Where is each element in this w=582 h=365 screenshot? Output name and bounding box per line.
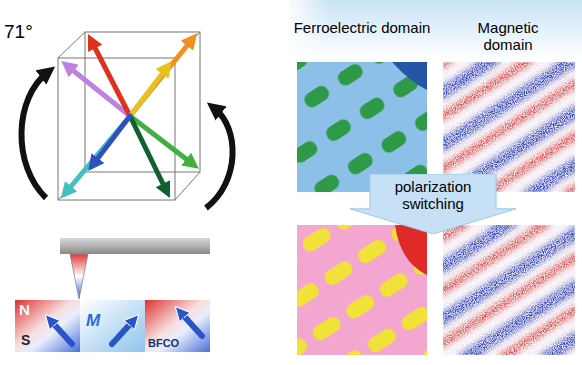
domain-panel: Magnetic domain <box>438 8 578 192</box>
node-text: polarization switching <box>350 179 516 212</box>
domain-square <box>80 300 145 352</box>
cube <box>58 32 200 200</box>
node-text: Magnetic domain <box>438 20 578 53</box>
domain-panel: Ferroelectric domain <box>292 8 432 192</box>
domain-square <box>145 300 210 352</box>
domain-square: BFCO <box>145 300 210 352</box>
ferroelectric-image <box>297 62 427 192</box>
magnetic-tip <box>70 254 88 299</box>
magnetic-image <box>443 62 575 192</box>
angle-label: 71° <box>4 22 33 43</box>
magnetic-image <box>443 225 575 355</box>
switching-arrow: polarization switching <box>350 174 516 234</box>
header-band <box>285 0 582 60</box>
polarization-arrows <box>68 42 190 190</box>
domain-square: NS <box>15 300 80 352</box>
node-text: N <box>19 302 30 319</box>
rotation-arrow <box>21 72 48 198</box>
domain-square <box>15 300 80 352</box>
node-text: BFCO <box>148 337 179 349</box>
domain-square: M <box>80 300 145 352</box>
node-text: Ferroelectric domain <box>292 20 432 37</box>
node-text: M <box>86 312 100 331</box>
node-text: S <box>21 333 30 348</box>
magnetization-arrow <box>52 314 202 344</box>
rotation-arrow <box>206 108 233 208</box>
cantilever <box>60 238 210 254</box>
ferroelectric-image <box>297 225 427 355</box>
header-fade <box>285 0 582 60</box>
